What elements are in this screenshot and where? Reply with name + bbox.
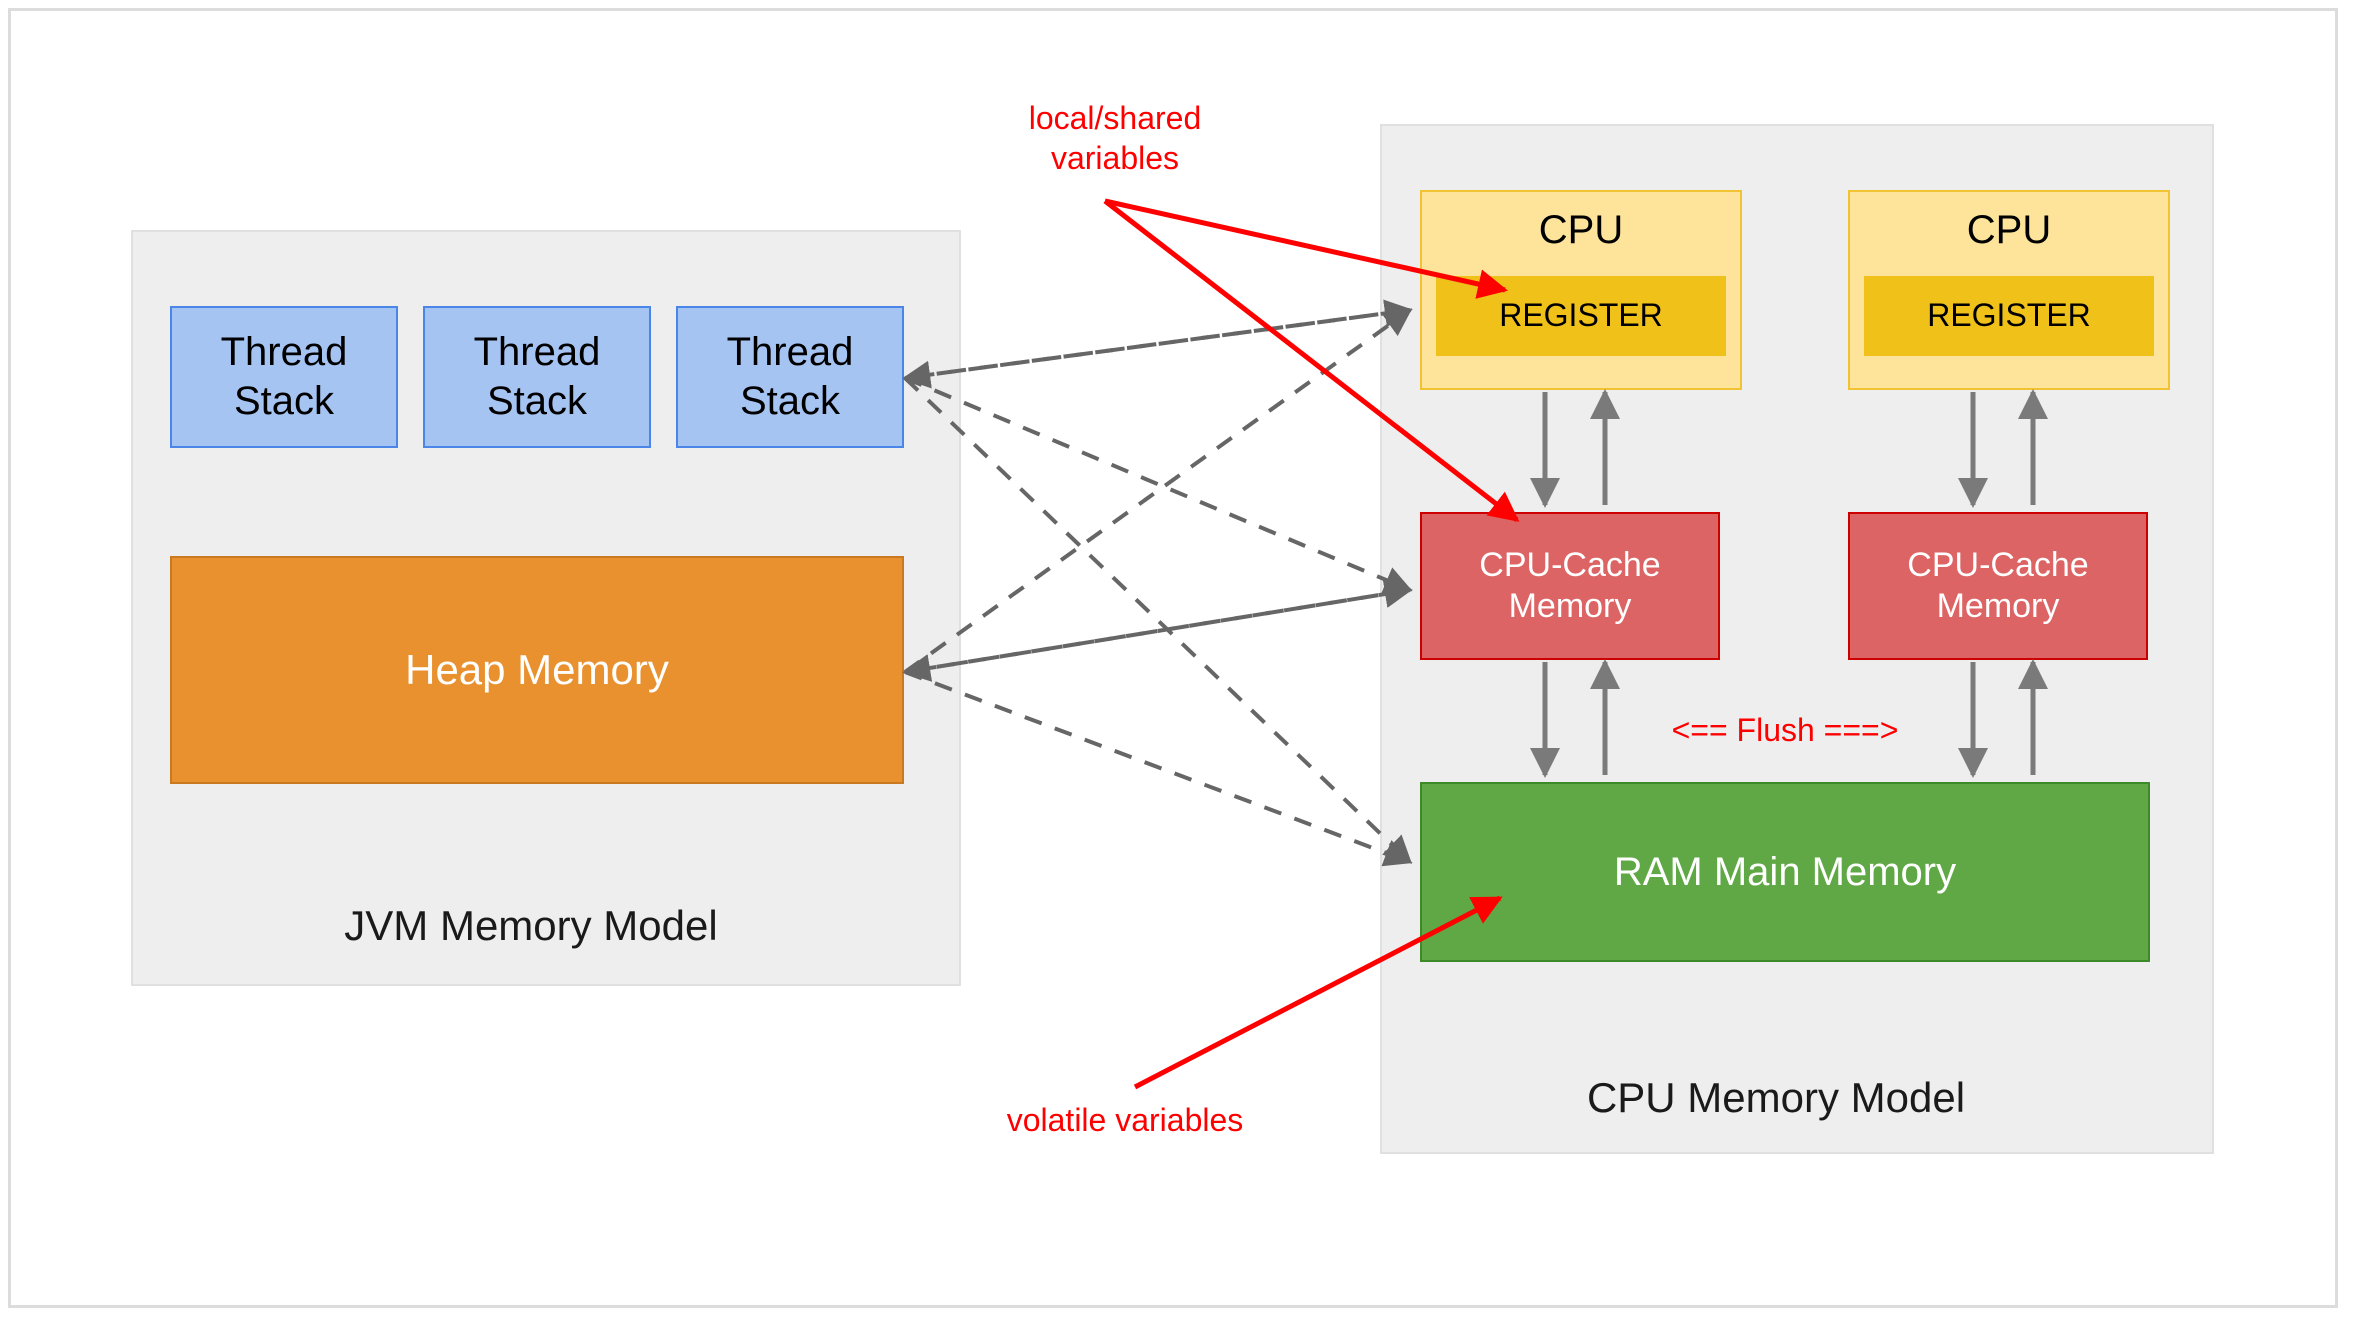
register-box-2[interactable]: REGISTER — [1864, 276, 2154, 356]
cpu-panel-title: CPU Memory Model — [1586, 1074, 1966, 1121]
cpu-box-2[interactable]: CPU REGISTER — [1848, 190, 2170, 390]
thread-stack-box-1[interactable]: Thread Stack — [170, 306, 398, 448]
local-shared-variables-annotation: local/shared variables — [1028, 100, 1202, 176]
cpu-cache-memory-box-1[interactable]: CPU-Cache Memory — [1420, 512, 1720, 660]
cpu-label-2: CPU — [1966, 208, 2052, 252]
cpu-label-1: CPU — [1538, 208, 1624, 252]
thread-stack-box-3[interactable]: Thread Stack — [676, 306, 904, 448]
cpu-cache-label-1: CPU-Cache Memory — [1479, 545, 1661, 625]
heap-memory-label: Heap Memory — [405, 646, 669, 694]
volatile-variables-annotation: volatile variables — [1006, 1102, 1244, 1138]
heap-memory-box[interactable]: Heap Memory — [170, 556, 904, 784]
ram-main-memory-box[interactable]: RAM Main Memory — [1420, 782, 2150, 962]
cpu-box-1[interactable]: CPU REGISTER — [1420, 190, 1742, 390]
thread-stack-label-3: Thread Stack — [726, 330, 854, 423]
cpu-cache-memory-box-2[interactable]: CPU-Cache Memory — [1848, 512, 2148, 660]
flush-label: <== Flush ===> — [1671, 712, 1899, 748]
register-box-1[interactable]: REGISTER — [1436, 276, 1726, 356]
thread-stack-box-2[interactable]: Thread Stack — [423, 306, 651, 448]
jvm-panel-title: JVM Memory Model — [344, 902, 718, 949]
ram-main-memory-label: RAM Main Memory — [1613, 849, 1957, 894]
thread-stack-label-1: Thread Stack — [220, 330, 348, 423]
cpu-cache-label-2: CPU-Cache Memory — [1907, 545, 2089, 625]
thread-stack-label-2: Thread Stack — [473, 330, 601, 423]
